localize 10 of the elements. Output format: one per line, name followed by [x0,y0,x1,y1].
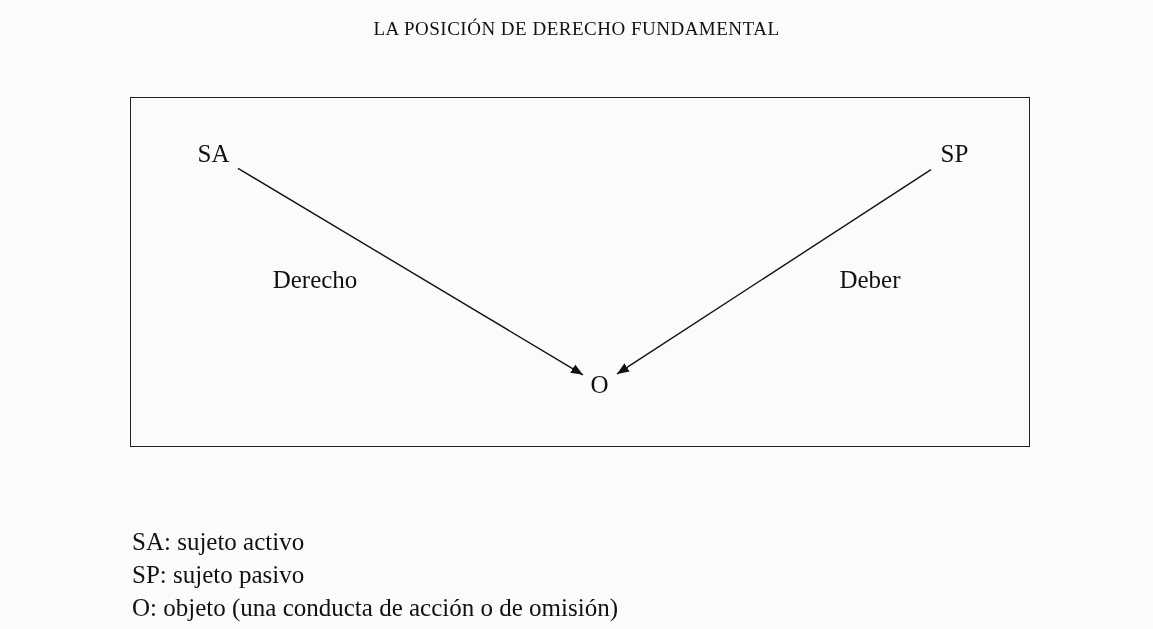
legend-text: SA: sujeto activo [132,528,305,556]
node-label: O [586,369,613,400]
arrow [616,168,932,375]
arrow [237,167,584,376]
legend-text: O: objeto (una conducta de acción o de omisión) [132,594,618,622]
legend-text: SP: sujeto pasivo [132,561,305,589]
node-label: SP [934,138,975,169]
frame-box [130,97,1030,447]
diagram-title: LA POSICIÓN DE DERECHO FUNDAMENTAL [372,18,781,40]
node-label: SA [193,138,234,169]
